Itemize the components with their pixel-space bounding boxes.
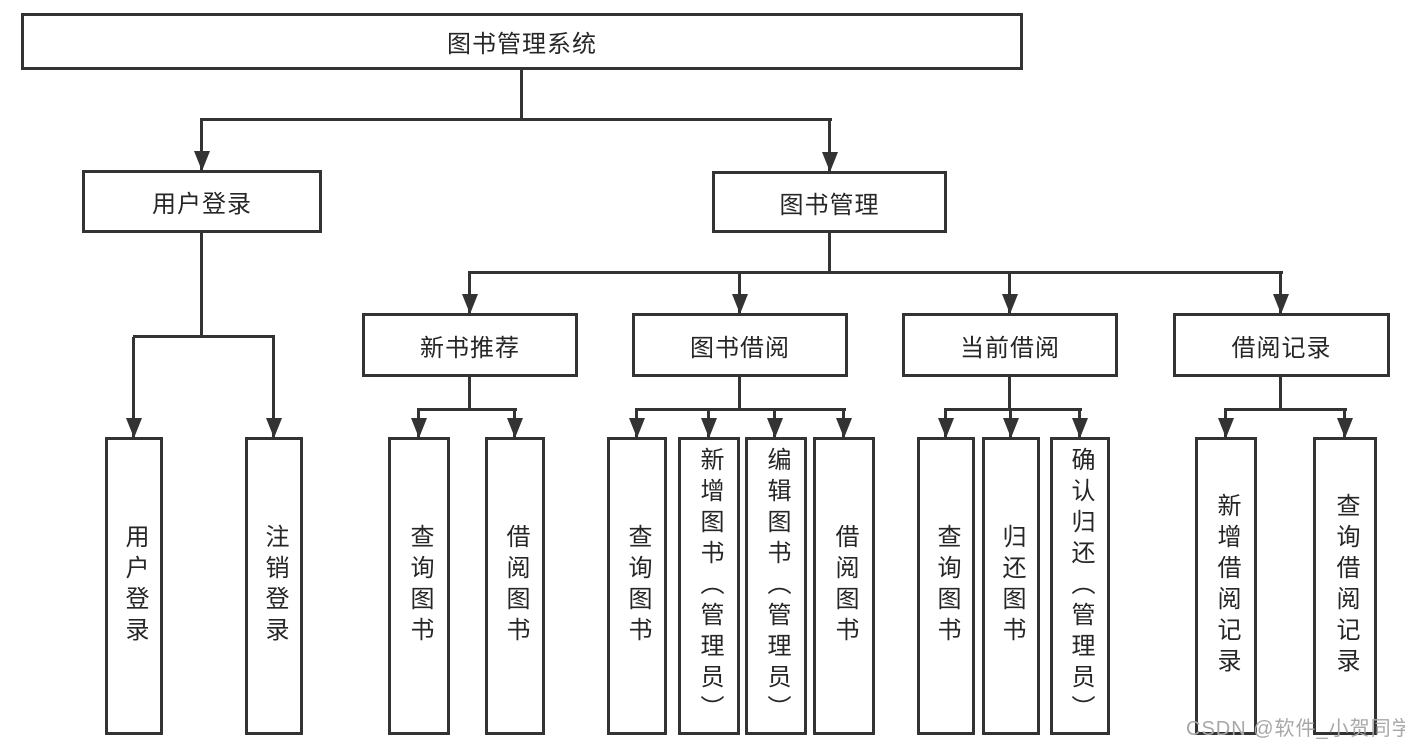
connector-user-stem: [200, 233, 203, 335]
watermark-text: CSDN @软件_小贺同学: [1186, 718, 1405, 740]
leaf-nbr-borrow-book-label: 借阅图书: [502, 524, 529, 648]
connector-nbr-bar: [417, 408, 517, 411]
leaf-cb-query-book-label: 查询图书: [933, 524, 960, 648]
connector-arrow-bb-edit: [773, 410, 776, 437]
leaf-nbr-query-book: 查询图书: [388, 437, 450, 735]
connector-arrow-book-borrow: [738, 273, 741, 313]
connector-mgmt-stem: [828, 233, 831, 271]
leaf-nbr-query-book-label: 查询图书: [406, 524, 433, 648]
connector-arrow-leaf-logout: [272, 337, 275, 437]
connector-mgmt-bar: [468, 271, 1283, 274]
connector-arrow-cb-return: [1009, 410, 1012, 437]
leaf-bb-add-book-admin-label: 新增图书（管理员）: [696, 446, 723, 726]
leaf-bb-query-book-label: 查询图书: [624, 524, 651, 648]
connector-arrow-current-borrow: [1008, 273, 1011, 313]
leaf-br-query-record-label: 查询借阅记录: [1332, 493, 1359, 679]
leaf-bb-borrow-book-label: 借阅图书: [831, 524, 858, 648]
leaf-bb-add-book-admin: 新增图书（管理员）: [678, 437, 740, 735]
connector-br-bar: [1224, 408, 1347, 411]
node-root: 图书管理系统: [21, 13, 1023, 70]
connector-arrow-bb-add: [707, 410, 710, 437]
leaf-logout-login-label: 注销登录: [261, 524, 288, 648]
connector-nbr-stem: [468, 377, 471, 408]
connector-br-stem: [1279, 377, 1282, 408]
node-current-borrow-label: 当前借阅: [960, 334, 1060, 362]
connector-arrow-book-mgmt: [828, 120, 831, 171]
connector-arrow-leaf-user-login: [132, 337, 135, 437]
connector-arrow-borrow-record: [1279, 273, 1282, 313]
connector-bb-bar: [635, 408, 846, 411]
leaf-bb-edit-book-admin: 编辑图书（管理员）: [745, 437, 807, 735]
connector-arrow-br-query: [1343, 410, 1346, 437]
connector-arrow-nbr-query: [417, 410, 420, 437]
connector-arrow-bb-borrow: [842, 410, 845, 437]
leaf-cb-confirm-return-admin-label: 确认归还（管理员）: [1067, 446, 1094, 726]
node-new-book-rec: 新书推荐: [362, 313, 578, 377]
leaf-br-add-record-label: 新增借阅记录: [1213, 493, 1240, 679]
connector-arrow-nbr-borrow: [513, 410, 516, 437]
connector-arrow-cb-confirm: [1078, 410, 1081, 437]
leaf-cb-return-book: 归还图书: [982, 437, 1040, 735]
node-new-book-rec-label: 新书推荐: [420, 334, 520, 362]
node-root-label: 图书管理系统: [447, 31, 597, 58]
node-book-mgmt: 图书管理: [712, 171, 947, 233]
leaf-bb-borrow-book: 借阅图书: [813, 437, 875, 735]
leaf-user-login-label: 用户登录: [121, 524, 148, 648]
leaf-cb-return-book-label: 归还图书: [998, 524, 1025, 648]
connector-arrow-cb-query: [944, 410, 947, 437]
node-user-login: 用户登录: [82, 170, 322, 233]
leaf-bb-edit-book-admin-label: 编辑图书（管理员）: [763, 446, 790, 726]
connector-cb-stem: [1008, 377, 1011, 408]
connector-cb-bar: [944, 408, 1082, 411]
leaf-cb-query-book: 查询图书: [917, 437, 975, 735]
node-book-borrow-label: 图书借阅: [690, 334, 790, 362]
node-borrow-record: 借阅记录: [1173, 313, 1390, 377]
leaf-br-add-record: 新增借阅记录: [1195, 437, 1257, 735]
leaf-logout-login: 注销登录: [245, 437, 303, 735]
node-book-mgmt-label: 图书管理: [779, 191, 880, 219]
node-book-borrow: 图书借阅: [632, 313, 848, 377]
connector-arrow-bb-query: [635, 410, 638, 437]
connector-root-bar: [200, 118, 832, 121]
node-current-borrow: 当前借阅: [902, 313, 1118, 377]
node-user-login-label: 用户登录: [152, 191, 252, 218]
connector-arrow-br-add: [1224, 410, 1227, 437]
connector-root-stem: [520, 70, 523, 118]
connector-user-bar: [133, 335, 275, 338]
connector-arrow-user-login: [200, 120, 203, 170]
leaf-nbr-borrow-book: 借阅图书: [485, 437, 545, 735]
connector-arrow-new-book-rec: [468, 273, 471, 313]
leaf-user-login: 用户登录: [105, 437, 163, 735]
connector-bb-stem: [738, 377, 741, 408]
leaf-br-query-record: 查询借阅记录: [1313, 437, 1377, 735]
leaf-cb-confirm-return-admin: 确认归还（管理员）: [1050, 437, 1110, 735]
leaf-bb-query-book: 查询图书: [607, 437, 667, 735]
node-borrow-record-label: 借阅记录: [1231, 334, 1332, 362]
